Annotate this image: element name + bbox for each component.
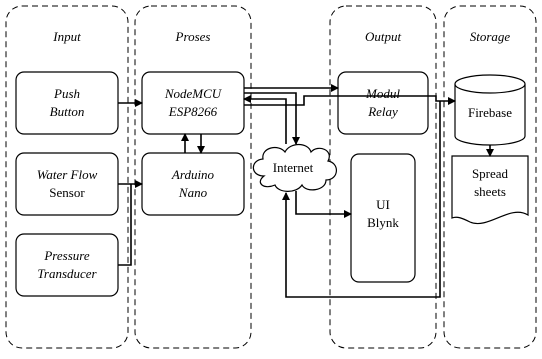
modul-relay-label-1: Modul <box>365 86 400 101</box>
firebase-database <box>454 84 526 146</box>
lane-storage <box>443 5 537 349</box>
ui-blynk-node <box>350 153 416 283</box>
arrow-internet-blynk <box>295 191 352 218</box>
arrow-internet-nodemcu <box>243 95 287 144</box>
arduino-label-2: Nano <box>178 185 208 200</box>
arduino-label-1: Arduino <box>171 167 215 182</box>
lane-output-title: Output <box>365 29 402 44</box>
water-flow-label-1: Water Flow <box>37 167 98 182</box>
pressure-transducer-node <box>15 233 119 297</box>
arrow-pressure-arduino <box>118 184 132 266</box>
push-button-label-2: Button <box>50 104 85 119</box>
lane-proses-title: Proses <box>175 29 211 44</box>
arduino-nano-node <box>141 152 245 216</box>
nodemcu-label-1: NodeMCU <box>164 86 223 101</box>
lane-input <box>5 5 129 349</box>
pressure-label-1: Pressure <box>43 248 89 263</box>
lane-storage-title: Storage <box>470 29 511 44</box>
modul-relay-label-2: Relay <box>367 104 398 119</box>
lane-input-title: Input <box>52 29 81 44</box>
spreadsheets-label-2: sheets <box>474 184 506 199</box>
water-flow-sensor-node <box>15 152 119 216</box>
spreadsheets-document <box>451 155 529 225</box>
spreadsheets-label-1: Spread <box>472 166 509 181</box>
arrow-nodemcu-firebase <box>244 95 456 106</box>
ui-blynk-label-2: Blynk <box>367 215 399 230</box>
pressure-label-2: Transducer <box>37 266 97 281</box>
nodemcu-label-2: ESP8266 <box>168 104 218 119</box>
water-flow-label-2: Sensor <box>49 185 85 200</box>
firebase-label: Firebase <box>468 105 512 120</box>
lane-proses <box>134 5 252 349</box>
firebase-database-top <box>454 74 526 94</box>
arrow-storage-internet <box>282 101 441 298</box>
lane-output <box>329 5 437 349</box>
arrow-nodemcu-internet <box>244 92 300 145</box>
push-button-label-1: Push <box>53 86 80 101</box>
internet-label: Internet <box>273 160 314 175</box>
modul-relay-node <box>337 71 429 135</box>
nodemcu-node <box>141 71 245 135</box>
push-button-node <box>15 71 119 135</box>
internet-cloud <box>252 143 337 192</box>
ui-blynk-label-1: UI <box>376 197 390 212</box>
